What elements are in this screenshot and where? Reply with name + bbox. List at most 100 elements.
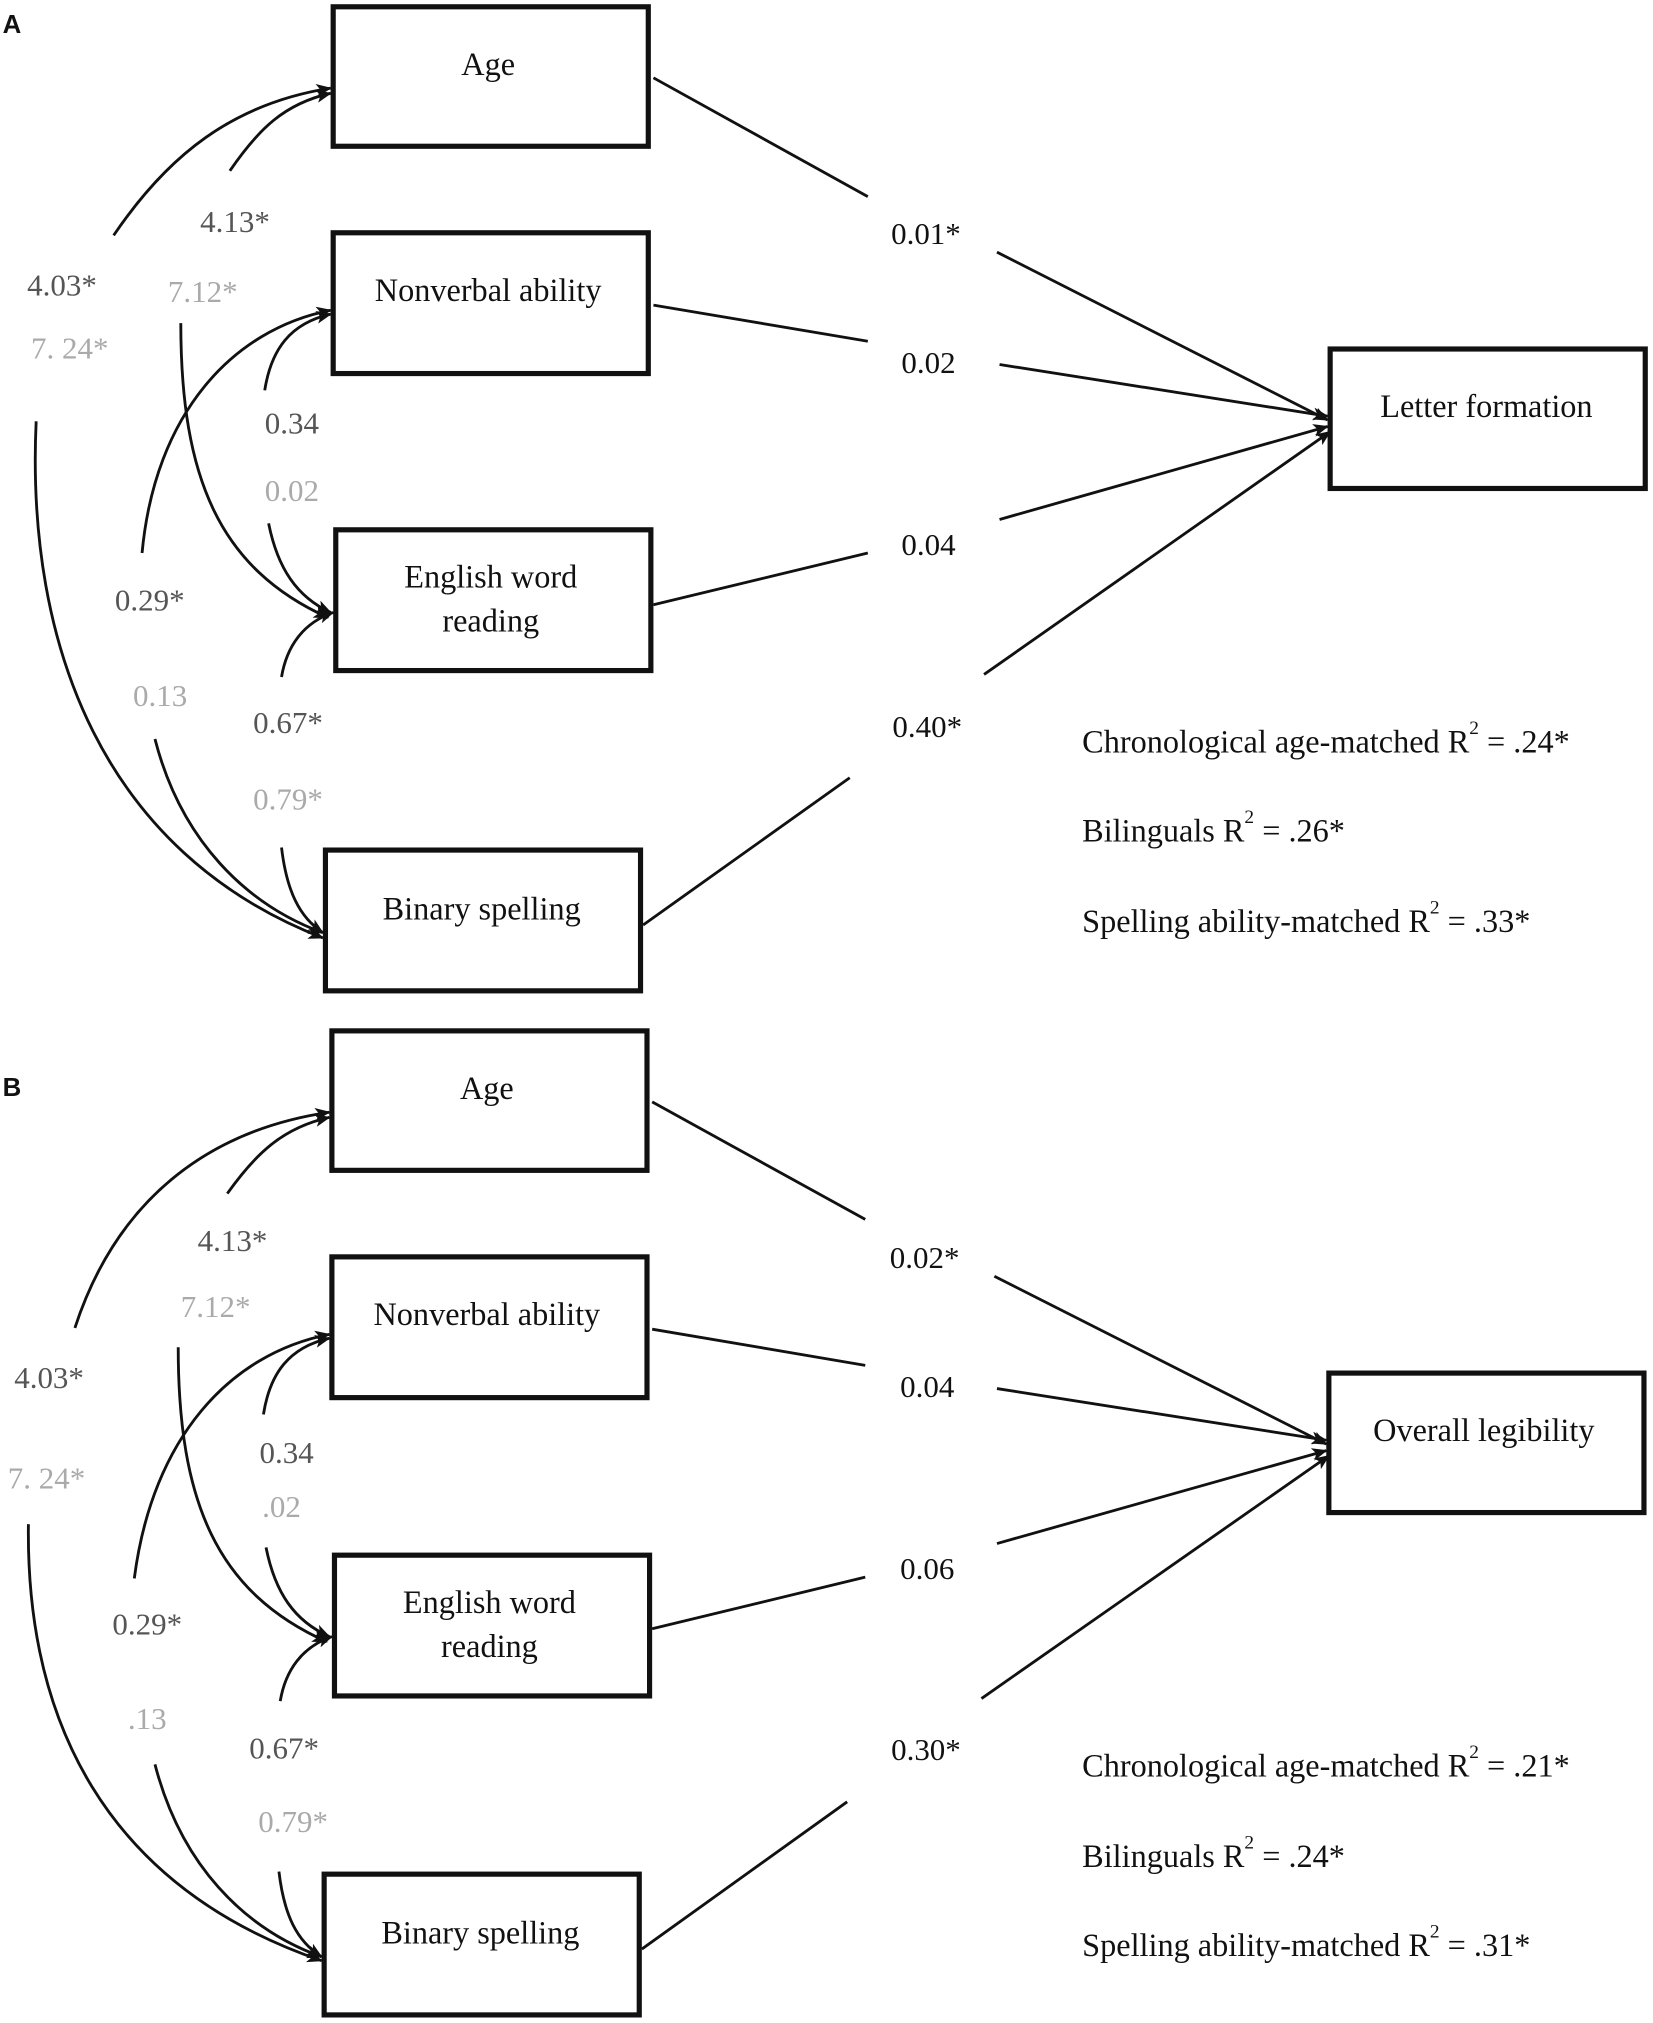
r2-chronological: Chronological age-matched R2 = .24* bbox=[1082, 718, 1570, 759]
box-outcome-label: Letter formation bbox=[1380, 388, 1592, 424]
path-nonverbal-seg2 bbox=[996, 1387, 1328, 1445]
cov-age-spelling-top bbox=[73, 1107, 331, 1329]
cov-reading-spelling-top bbox=[280, 611, 335, 678]
path-age-seg2 bbox=[993, 1274, 1328, 1446]
path-coef-nonverbal: 0.04 bbox=[900, 1369, 955, 1404]
cov-age-reading-bottom bbox=[176, 1347, 328, 1644]
cov-label-age-spelling-dark: 4.03* bbox=[27, 267, 97, 302]
path-nonverbal-seg2 bbox=[999, 363, 1329, 421]
panel-b: B Age Nonverbal ability English word rea… bbox=[3, 1028, 1647, 2018]
box-nonverbal-label: Nonverbal ability bbox=[375, 272, 602, 308]
cov-label-nonverbal-spelling-light: 0.13 bbox=[133, 678, 187, 713]
path-nonverbal-seg1 bbox=[651, 1327, 866, 1367]
box-spelling-label: Binary spelling bbox=[383, 890, 581, 926]
path-reading-seg2 bbox=[996, 1448, 1328, 1545]
cov-label-age-reading-light: 7.12* bbox=[168, 274, 238, 309]
path-spelling-seg1 bbox=[641, 1800, 848, 1951]
box-outcome: Overall legibility bbox=[1326, 1370, 1647, 1516]
cov-age-spelling-bottom bbox=[26, 1524, 323, 1963]
cov-label-age-spelling-light: 7. 24* bbox=[31, 331, 108, 366]
cov-reading-spelling-bottom bbox=[277, 1871, 323, 1959]
box-reading-label-line1: English word bbox=[404, 559, 577, 595]
cov-label-nonverbal-spelling-light: .13 bbox=[128, 1701, 167, 1736]
regression-paths bbox=[641, 1100, 1330, 1951]
cov-label-reading-spelling-light: 0.79* bbox=[258, 1804, 328, 1839]
cov-age-spelling-top bbox=[112, 83, 332, 237]
cov-nonverbal-reading-bottom bbox=[267, 523, 332, 614]
path-coef-reading: 0.04 bbox=[901, 527, 956, 562]
box-binary-spelling: Binary spelling bbox=[321, 1871, 642, 2018]
cov-label-nonverbal-reading-light: 0.02 bbox=[265, 473, 319, 508]
cov-nonverbal-reading-top bbox=[263, 310, 332, 391]
panel-label: B bbox=[3, 1074, 22, 1102]
cov-label-age-reading-dark: 4.13* bbox=[198, 1223, 268, 1258]
path-coef-age: 0.02* bbox=[890, 1240, 960, 1275]
box-nonverbal-ability: Nonverbal ability bbox=[329, 1254, 650, 1401]
panel-label: A bbox=[3, 11, 22, 39]
path-age-seg1 bbox=[651, 1100, 866, 1221]
box-outcome-label: Overall legibility bbox=[1373, 1412, 1594, 1448]
box-age: Age bbox=[330, 4, 651, 149]
cov-label-nonverbal-reading-light: .02 bbox=[262, 1489, 301, 1524]
cov-label-age-reading-light: 7.12* bbox=[181, 1289, 251, 1324]
cov-nonverbal-spelling-top bbox=[132, 1330, 331, 1579]
cov-nonverbal-spelling-top bbox=[140, 306, 332, 554]
box-english-word-reading: English word reading bbox=[333, 527, 654, 674]
cov-label-nonverbal-spelling-dark: 0.29* bbox=[112, 1607, 182, 1642]
path-coef-age: 0.01* bbox=[891, 216, 961, 251]
path-coef-nonverbal: 0.02 bbox=[901, 345, 955, 380]
box-reading-label-line2: reading bbox=[441, 1628, 538, 1664]
cov-age-reading-top bbox=[226, 1114, 331, 1195]
path-coef-spelling: 0.40* bbox=[892, 709, 962, 744]
path-spelling-seg2 bbox=[980, 1454, 1330, 1700]
box-spelling-label: Binary spelling bbox=[381, 1915, 579, 1951]
cov-age-reading-top bbox=[228, 90, 332, 172]
regression-paths bbox=[642, 76, 1332, 927]
r-squared-block: Chronological age-matched R2 = .21* Bili… bbox=[1082, 1742, 1570, 1963]
path-nonverbal-seg1 bbox=[653, 303, 869, 343]
cov-label-age-spelling-dark: 4.03* bbox=[14, 1360, 84, 1395]
r2-spelling-ability: Spelling ability-matched R2 = .33* bbox=[1082, 898, 1530, 939]
cov-label-nonverbal-reading-dark: 0.34 bbox=[265, 406, 320, 441]
box-english-word-reading: English word reading bbox=[331, 1552, 653, 1699]
cov-age-reading-bottom bbox=[179, 323, 330, 619]
box-nonverbal-ability: Nonverbal ability bbox=[330, 230, 651, 377]
cov-label-reading-spelling-light: 0.79* bbox=[253, 781, 323, 816]
path-spelling-seg1 bbox=[642, 776, 851, 927]
path-spelling-seg2 bbox=[983, 430, 1332, 676]
r-squared-block: Chronological age-matched R2 = .24* Bili… bbox=[1082, 718, 1570, 939]
box-age: Age bbox=[329, 1028, 650, 1173]
cov-reading-spelling-bottom bbox=[280, 847, 324, 934]
cov-label-nonverbal-spelling-dark: 0.29* bbox=[115, 583, 185, 618]
cov-label-nonverbal-reading-dark: 0.34 bbox=[260, 1435, 315, 1470]
cov-label-reading-spelling-dark: 0.67* bbox=[253, 705, 323, 740]
path-coef-reading: 0.06 bbox=[900, 1551, 954, 1586]
box-reading-label-line2: reading bbox=[442, 602, 539, 638]
cov-age-spelling-bottom bbox=[33, 421, 325, 940]
cov-nonverbal-reading-bottom bbox=[264, 1547, 331, 1638]
path-reading-seg1 bbox=[653, 551, 869, 607]
path-age-seg1 bbox=[652, 76, 869, 198]
box-age-label: Age bbox=[461, 46, 515, 82]
cov-label-age-reading-dark: 4.13* bbox=[200, 204, 270, 239]
r2-chronological: Chronological age-matched R2 = .21* bbox=[1082, 1742, 1570, 1783]
cov-label-reading-spelling-dark: 0.67* bbox=[249, 1731, 319, 1766]
path-age-seg2 bbox=[996, 250, 1329, 422]
cov-nonverbal-reading-top bbox=[262, 1335, 331, 1415]
box-nonverbal-label: Nonverbal ability bbox=[374, 1296, 601, 1332]
box-reading-label-line1: English word bbox=[403, 1584, 576, 1620]
box-outcome: Letter formation bbox=[1327, 346, 1648, 492]
cov-nonverbal-spelling-bottom bbox=[153, 738, 325, 935]
path-reading-seg2 bbox=[999, 424, 1329, 521]
path-reading-seg1 bbox=[651, 1575, 866, 1631]
covariance-curves bbox=[33, 83, 335, 940]
r2-spelling-ability: Spelling ability-matched R2 = .31* bbox=[1082, 1922, 1530, 1963]
path-coef-spelling: 0.30* bbox=[891, 1732, 961, 1767]
box-age-label: Age bbox=[460, 1070, 514, 1106]
r2-bilinguals: Bilinguals R2 = .26* bbox=[1082, 808, 1345, 849]
covariance-curves bbox=[26, 1107, 334, 1963]
panel-a: A Age Nonverbal ability English word rea… bbox=[3, 4, 1648, 994]
cov-nonverbal-spelling-bottom bbox=[153, 1764, 323, 1959]
cov-reading-spelling-top bbox=[278, 1635, 334, 1702]
